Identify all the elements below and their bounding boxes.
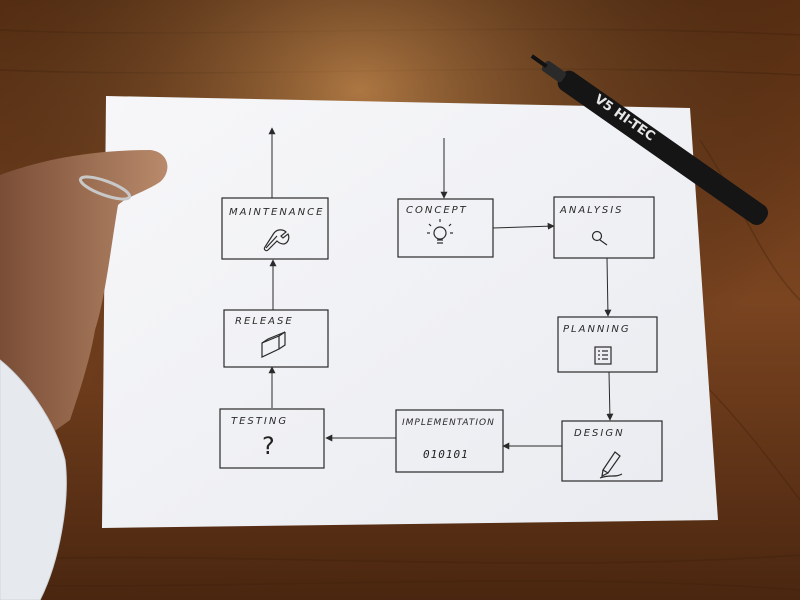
box-maintenance — [221, 197, 329, 260]
arrow-planning-design — [606, 371, 614, 421]
pencil-icon — [599, 451, 623, 479]
box-analysis — [553, 196, 655, 259]
flow-arrows — [268, 127, 614, 450]
package-icon — [261, 331, 286, 358]
box-implementation — [395, 409, 504, 473]
design-label: Design — [574, 428, 625, 439]
ring — [78, 175, 132, 201]
box-planning — [557, 316, 658, 373]
magnifier-icon — [591, 230, 608, 246]
paper-sheet — [102, 96, 718, 528]
box-design — [561, 420, 663, 482]
release-label: Release — [235, 316, 294, 327]
arrow-concept-analysis — [492, 222, 555, 230]
arrow-analysis-planning — [604, 257, 612, 317]
pen — [530, 54, 769, 225]
checklist-icon — [594, 346, 612, 365]
maintenance-label: Maintenance — [229, 207, 325, 218]
box-concept — [397, 198, 494, 258]
hand — [0, 150, 168, 470]
planning-label: Planning — [563, 324, 631, 335]
question-icon: ? — [262, 432, 275, 460]
box-testing — [219, 408, 325, 469]
implementation-label: Implementation — [402, 418, 495, 428]
testing-label: Testing — [231, 416, 289, 427]
box-release — [223, 309, 329, 368]
analysis-label: Analysis — [560, 205, 624, 216]
lightbulb-icon — [427, 219, 453, 244]
binary-icon: 010101 — [423, 448, 469, 461]
wrench-icon — [263, 229, 290, 252]
shirt-sleeve — [0, 359, 67, 600]
concept-label: Concept — [406, 205, 468, 216]
